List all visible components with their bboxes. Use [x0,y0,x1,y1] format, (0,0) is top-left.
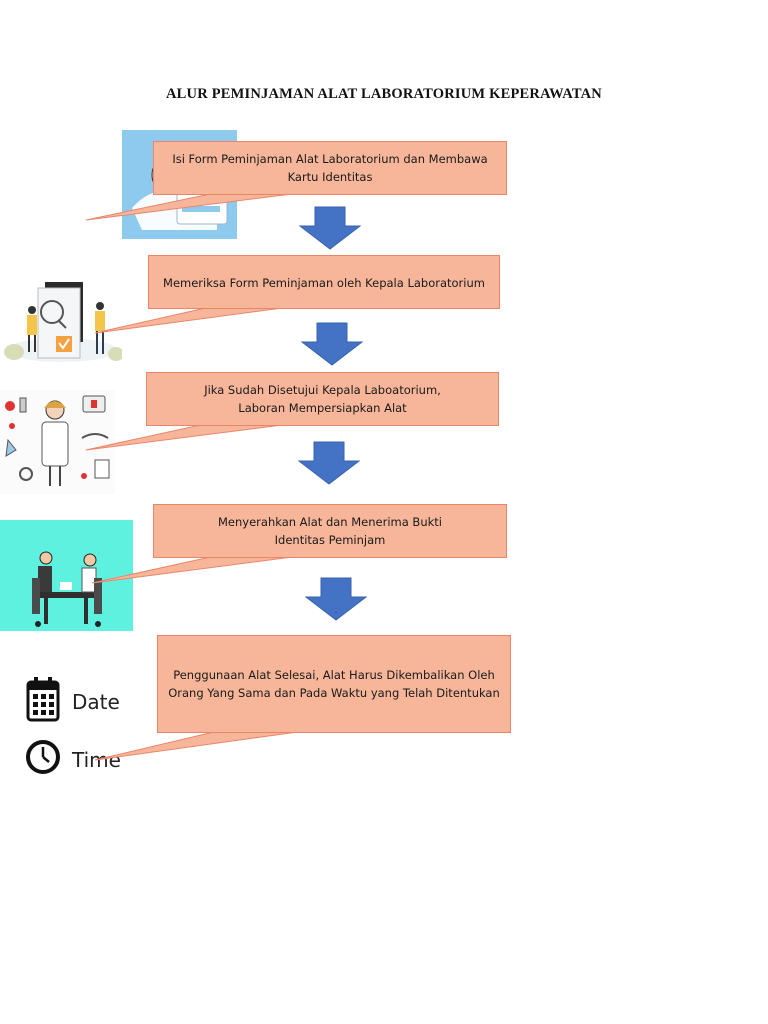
flow-step-1: Isi Form Peminjaman Alat Laboratorium da… [153,141,507,195]
flow-step-5: Penggunaan Alat Selesai, Alat Harus Dike… [157,635,511,733]
down-arrow-1 [299,206,361,250]
date-legend: Date [26,676,120,727]
down-arrow-2 [301,322,363,366]
clock-icon [26,734,60,785]
callout-tail-3 [85,423,291,451]
down-arrow-4 [305,577,367,621]
down-arrow-3 [298,441,360,485]
flow-step-3: Jika Sudah Disetujui Kepala Laboatorium,… [146,372,499,426]
time-label: Time [72,747,121,772]
flow-step-1-text: Isi Form Peminjaman Alat Laboratorium da… [172,152,488,184]
callout-tail-5 [94,730,306,761]
date-label: Date [72,689,120,714]
nurse-lab-tools-illustration [0,390,115,494]
flow-step-4-text: Menyerahkan Alat dan Menerima Bukti Iden… [218,515,442,547]
handover-meeting-illustration [0,520,133,631]
flow-step-2-text: Memeriksa Form Peminjaman oleh Kepala La… [163,276,485,290]
callout-tail-2 [94,306,291,334]
flow-step-4: Menyerahkan Alat dan Menerima Bukti Iden… [153,504,507,558]
time-legend: Time [26,734,121,785]
document-review-illustration [0,270,122,370]
flow-step-3-text: Jika Sudah Disetujui Kepala Laboatorium,… [204,383,441,415]
calendar-icon [26,676,60,727]
flow-step-2: Memeriksa Form Peminjaman oleh Kepala La… [148,255,500,309]
flow-step-5-text: Penggunaan Alat Selesai, Alat Harus Dike… [168,668,500,700]
page-title: ALUR PEMINJAMAN ALAT LABORATORIUM KEPERA… [166,86,602,102]
